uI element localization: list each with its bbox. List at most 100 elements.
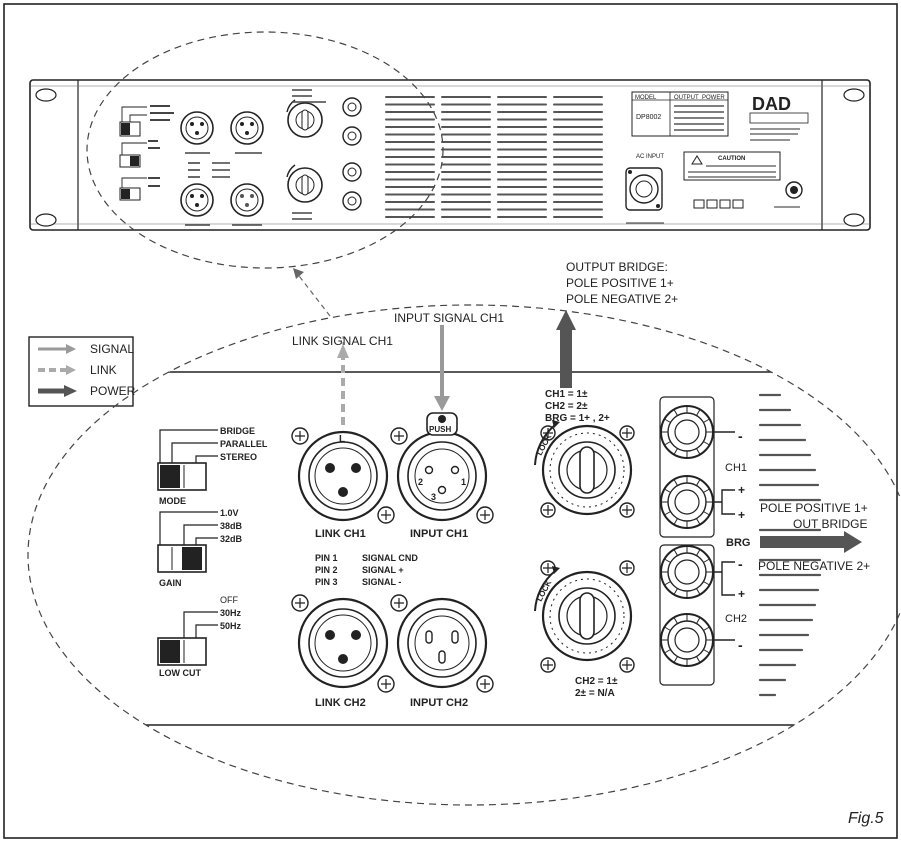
mini-xlr-input-ch1 <box>230 111 264 145</box>
mini-speakon-ch1 <box>286 99 323 138</box>
xlr-input-ch1: 2 1 3 PUSH INPUT CH1 <box>390 412 494 540</box>
caution-text: CAUTION <box>718 156 745 162</box>
ac-input-connector <box>625 167 663 211</box>
figure-border <box>3 3 898 839</box>
lowcut-title: LOW CUT <box>159 668 201 678</box>
post-sign-4: - <box>738 556 743 572</box>
legend: SIGNAL LINK POWER <box>28 336 136 407</box>
lowcut-option-50hz: 50Hz <box>220 621 242 631</box>
pin-table: PIN 1 SIGNAL CND PIN 2 SIGNAL + PIN 3 SI… <box>315 553 418 587</box>
push-latch-icon <box>438 415 446 423</box>
output-bridge-line-3: POLE NEGATIVE 2+ <box>566 292 678 306</box>
model-header: MODEL <box>635 95 657 101</box>
mini-xlr-link-ch2 <box>180 183 214 217</box>
figure-label: Fig.5 <box>848 810 884 827</box>
link-arrow <box>293 268 349 425</box>
brand-logo: DAD <box>752 94 791 114</box>
gain-option-32db: 32dB <box>220 534 243 544</box>
model-table: MODEL OUTPUT POWER DP8002 <box>631 91 729 137</box>
rack-slot <box>35 213 57 227</box>
post-sign-3: + <box>738 508 745 522</box>
zoom-source-ellipse <box>86 31 444 269</box>
output-bridge-line-1: OUTPUT BRIDGE: <box>566 260 668 274</box>
ac-input-label: AC INPUT <box>636 154 664 160</box>
mini-speakon-ch2 <box>286 164 323 203</box>
ground-knob-center-icon <box>790 186 798 194</box>
xlr-pin-1: 1 <box>461 477 466 487</box>
xlr-pin-2: 2 <box>418 477 423 487</box>
pin-2-label: PIN 2 <box>315 565 338 575</box>
mini-switch-gain <box>119 142 147 168</box>
binding-post-icon <box>660 475 714 529</box>
zoom-detail-ellipse <box>27 304 901 806</box>
ch1-post-label: CH1 <box>725 462 747 474</box>
pole-negative-callout: POLE NEGATIVE 2+ <box>758 559 870 573</box>
mode-option-stereo: STEREO <box>220 452 257 462</box>
model-name: DP8002 <box>636 114 661 121</box>
xlr-link-ch2: LINK CH2 <box>291 594 395 709</box>
mode-option-bridge: BRIDGE <box>220 426 255 436</box>
speakon-ch1-legend-3: BRG = 1+ , 2+ <box>545 413 610 424</box>
binding-post-icon <box>660 545 714 599</box>
output-header: OUTPUT <box>674 95 699 101</box>
link-ch2-label: LINK CH2 <box>315 697 366 709</box>
binding-posts: - + + - + - CH1 CH2 BRG <box>659 396 750 686</box>
input-ch2-label: INPUT CH2 <box>410 697 468 709</box>
rack-slot <box>843 88 865 102</box>
certification-icons <box>693 199 744 209</box>
vent-grille <box>385 96 603 218</box>
lowcut-option-30hz: 30Hz <box>220 608 242 618</box>
input-signal-callout: INPUT SIGNAL CH1 <box>394 311 504 325</box>
binding-post-icon <box>660 405 714 459</box>
link-ch1-label: LINK CH1 <box>315 528 366 540</box>
speakon-ch2-legend-2: 2± = N/A <box>575 688 615 699</box>
power-arrow-bridge <box>556 310 576 388</box>
brg-label: BRG <box>726 537 750 549</box>
gain-option-1v: 1.0V <box>220 508 239 518</box>
pin-1-label: PIN 1 <box>315 553 338 563</box>
power-header: POWER <box>702 95 725 101</box>
mini-binding-posts <box>342 97 362 211</box>
mode-title: MODE <box>159 496 186 506</box>
l-mark: L <box>339 434 345 445</box>
xlr-link-ch1: L LINK CH1 <box>291 427 395 540</box>
push-tab <box>426 412 458 436</box>
pole-positive-callout: POLE POSITIVE 1+ <box>760 501 868 515</box>
post-sign-6: - <box>738 637 743 653</box>
signal-arrow <box>434 325 450 411</box>
rack-slot <box>843 213 865 227</box>
mini-switch-mode <box>119 106 147 137</box>
mini-switch-lowcut <box>119 177 147 201</box>
speakon-ch1-legend-1: CH1 = 1± <box>545 389 588 400</box>
pin-2-signal: SIGNAL + <box>362 565 404 575</box>
speakon-ch2: LOCK CH2 = 1± 2± = N/A <box>534 560 635 699</box>
rear-panel: MODEL OUTPUT POWER DP8002 DAD CAUTION <box>29 79 871 231</box>
pin-1-signal: SIGNAL CND <box>362 553 418 563</box>
link-signal-callout: LINK SIGNAL CH1 <box>292 334 393 348</box>
post-sign-1: - <box>738 428 743 444</box>
ch2-post-label: CH2 <box>725 613 747 625</box>
input-ch1-label: INPUT CH1 <box>410 528 468 540</box>
legend-power-label: POWER <box>90 384 136 398</box>
pin-3-label: PIN 3 <box>315 577 338 587</box>
lowcut-switch: OFF 30Hz 50Hz LOW CUT <box>157 595 242 678</box>
legend-signal-label: SIGNAL <box>90 342 134 356</box>
mode-switch: BRIDGE PARALLEL STEREO MODE <box>157 426 268 506</box>
post-sign-2: + <box>738 483 745 497</box>
out-bridge-callout: OUT BRIDGE <box>793 517 867 531</box>
speakon-ch1-legend-2: CH2 = 2± <box>545 401 588 412</box>
mini-xlr-input-ch2 <box>230 183 264 217</box>
caution-label: CAUTION <box>683 151 781 181</box>
gain-title: GAIN <box>159 578 182 588</box>
binding-post-icon <box>660 613 714 667</box>
xlr-input-ch2: INPUT CH2 <box>390 594 494 709</box>
mini-xlr-link-ch1 <box>180 111 214 145</box>
post-sign-5: + <box>738 587 745 601</box>
power-arrow-out <box>760 531 862 553</box>
speakon-ch2-legend-1: CH2 = 1± <box>575 676 618 687</box>
gain-switch: 1.0V 38dB 32dB GAIN <box>157 508 243 588</box>
zoomed-panel <box>28 371 901 726</box>
pin-3-signal: SIGNAL - <box>362 577 401 587</box>
